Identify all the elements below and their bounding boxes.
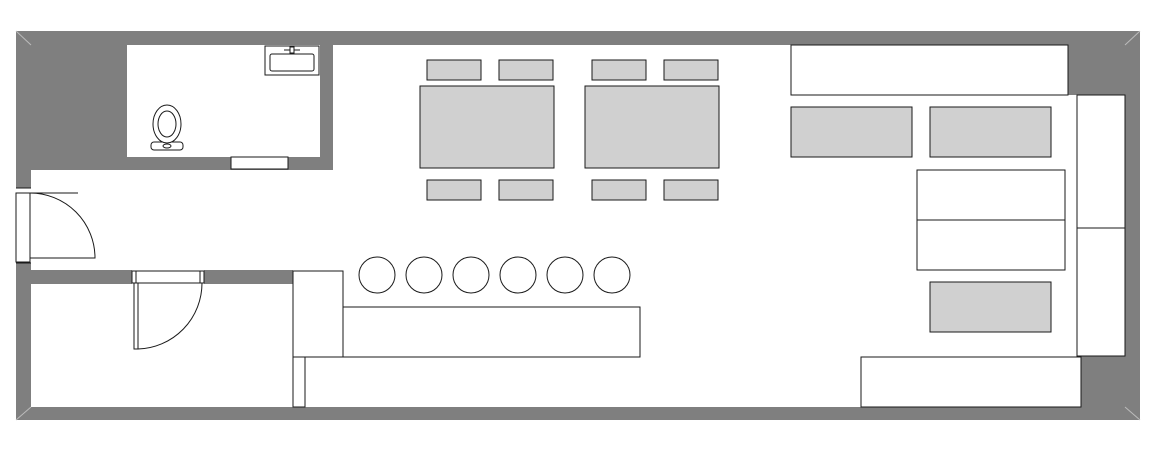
corner-wall-bottom-right bbox=[1081, 356, 1125, 407]
corner-wall-top-right bbox=[1068, 45, 1125, 95]
dining-table bbox=[419, 85, 555, 169]
bar-stools bbox=[358, 256, 631, 294]
sink-basin bbox=[269, 53, 315, 72]
chair bbox=[663, 179, 719, 201]
bathroom-door-opening bbox=[230, 156, 289, 170]
chair bbox=[663, 59, 719, 81]
kitchen-appliance bbox=[929, 281, 1052, 333]
bar-stool bbox=[358, 256, 396, 294]
kitchen-area bbox=[790, 44, 1126, 408]
interior-door-swing bbox=[137, 282, 203, 350]
corner-bevel bbox=[1124, 30, 1141, 46]
counter-lower bbox=[916, 219, 1066, 271]
bar-stool bbox=[546, 256, 584, 294]
sink-tap-handle bbox=[289, 46, 295, 54]
corner-bevel bbox=[1124, 406, 1141, 421]
bar-stool bbox=[593, 256, 631, 294]
toilet-flush bbox=[162, 143, 172, 149]
chair bbox=[498, 59, 554, 81]
chair bbox=[498, 179, 554, 201]
counter-upper bbox=[916, 169, 1066, 221]
bar-stool bbox=[452, 256, 490, 294]
kitchen-appliance bbox=[790, 106, 913, 158]
interior-wall-block bbox=[31, 45, 127, 170]
counter-right-lower bbox=[1076, 227, 1126, 357]
bathroom-wall-bottom bbox=[127, 157, 333, 170]
chair bbox=[591, 179, 647, 201]
interior-door-leaf bbox=[133, 282, 139, 350]
dining-set-1 bbox=[419, 59, 555, 201]
kitchen-appliance bbox=[929, 106, 1052, 158]
bar-counter-end bbox=[292, 270, 344, 358]
corner-bevel bbox=[15, 406, 32, 421]
bar-counter bbox=[292, 270, 641, 408]
corridor-door-jamb-right bbox=[199, 270, 205, 284]
corner-bevel bbox=[15, 30, 32, 46]
entrance-door-leaf bbox=[15, 192, 31, 263]
entrance-door-swing bbox=[29, 192, 96, 259]
dining-set-2 bbox=[584, 59, 720, 201]
corridor-door-frame bbox=[132, 270, 204, 284]
corridor-door-jamb-left bbox=[131, 270, 137, 284]
bar-stool bbox=[499, 256, 537, 294]
dining-table bbox=[584, 85, 720, 169]
counter-right-upper bbox=[1076, 94, 1126, 229]
bar-counter-top bbox=[342, 306, 641, 358]
toilet-seat bbox=[157, 110, 177, 138]
chair bbox=[426, 59, 482, 81]
toilet bbox=[150, 104, 184, 151]
bar-stool bbox=[405, 256, 443, 294]
counter-bottom bbox=[860, 356, 1082, 408]
bar-counter-post bbox=[292, 356, 306, 408]
sink bbox=[264, 45, 320, 76]
bathroom-wall-right bbox=[320, 45, 333, 170]
chair bbox=[591, 59, 647, 81]
counter-top-long bbox=[790, 44, 1069, 96]
chair bbox=[426, 179, 482, 201]
